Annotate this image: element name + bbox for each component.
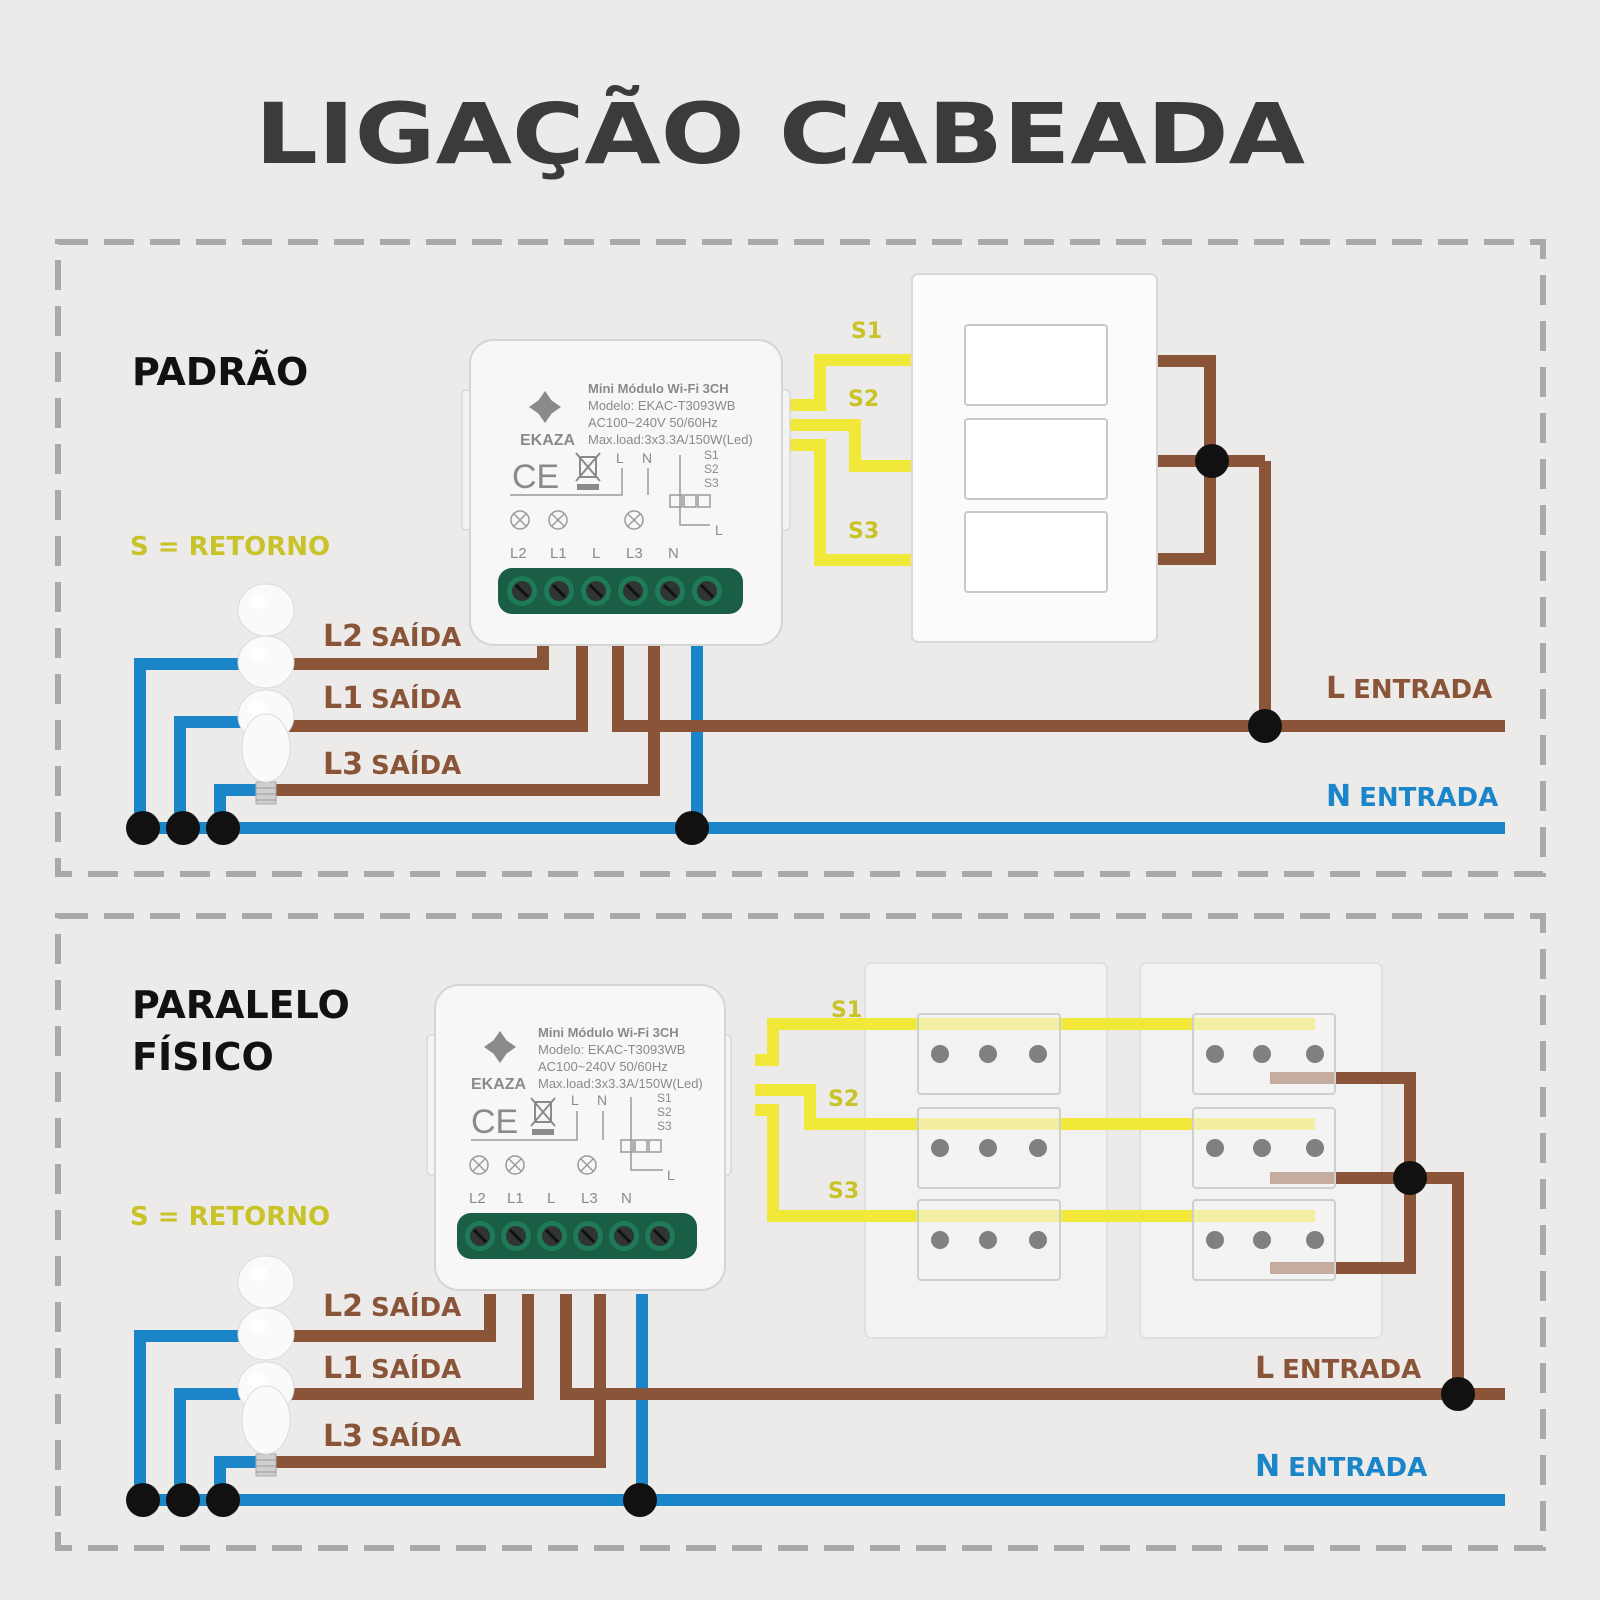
junction-nodes <box>126 444 1282 845</box>
term-s1: S1 <box>704 448 719 462</box>
wall-switch <box>911 273 1158 643</box>
term-top-l: L <box>571 1092 579 1108</box>
svg-text:N: N <box>621 1190 632 1207</box>
bulb-icon <box>237 1255 295 1477</box>
bottom-terminal-labels: L2 L1 L L3 N <box>469 1190 632 1207</box>
term-top-n: N <box>642 450 652 466</box>
section-frame <box>55 239 1546 877</box>
return-label-s2: S2 <box>848 387 879 412</box>
module-voltage: AC100~240V 50/60Hz <box>538 1059 668 1074</box>
return-label-s3: S3 <box>848 519 879 544</box>
smart-module: EKAZA Mini Módulo Wi-Fi 3CH Modelo: EKAC… <box>426 984 732 1291</box>
svg-text:L: L <box>592 545 600 562</box>
return-wires <box>790 354 912 566</box>
svg-text:L1: L1 <box>550 545 567 562</box>
section-frame <box>55 913 1546 1551</box>
svg-text:L2: L2 <box>510 545 527 562</box>
junction-nodes <box>126 1161 1475 1517</box>
svg-text:L1: L1 <box>507 1190 524 1207</box>
term-s2: S2 <box>657 1105 672 1119</box>
term-s1: S1 <box>657 1091 672 1105</box>
weee-bin-icon <box>530 1097 556 1135</box>
ekaza-logo-icon <box>529 391 561 423</box>
svg-text:L3: L3 <box>581 1190 598 1207</box>
weee-bin-icon <box>575 452 601 490</box>
bulb-icon <box>237 583 295 805</box>
ce-mark: CE <box>512 458 559 496</box>
svg-text:N: N <box>668 545 679 562</box>
neutral-wires <box>134 645 1505 834</box>
svg-text:L2: L2 <box>469 1190 486 1207</box>
ce-mark: CE <box>471 1103 518 1141</box>
section-title-line1: PARALELO <box>132 983 350 1027</box>
live-wires <box>268 355 1505 796</box>
term-switch-common: L <box>667 1167 675 1183</box>
bottom-terminal-labels: L2 L1 L L3 N <box>510 545 679 562</box>
term-switch-common: L <box>715 522 723 538</box>
module-load: Max.load:3x3.3A/150W(Led) <box>588 432 753 447</box>
term-top-n: N <box>597 1092 607 1108</box>
module-brand: EKAZA <box>520 432 576 449</box>
legend-retorno: S = RETORNO <box>130 532 330 562</box>
page-title: LIGAÇÃO CABEADA <box>255 85 1305 183</box>
switch-mechanisms <box>917 1013 1336 1281</box>
return-label-s3: S3 <box>828 1179 859 1204</box>
module-model: Modelo: EKAC-T3093WB <box>588 398 735 413</box>
section-title: PADRÃO <box>132 350 308 394</box>
module-model: Modelo: EKAC-T3093WB <box>538 1042 685 1057</box>
section-title-line2: FÍSICO <box>132 1035 274 1079</box>
module-name: Mini Módulo Wi-Fi 3CH <box>538 1025 679 1040</box>
module-load: Max.load:3x3.3A/150W(Led) <box>538 1076 703 1091</box>
circuit-lines <box>471 1097 663 1171</box>
term-s3: S3 <box>704 476 719 490</box>
smart-module: EKAZA Mini Módulo Wi-Fi 3CH Modelo: EKAC… <box>461 339 791 646</box>
module-voltage: AC100~240V 50/60Hz <box>588 415 718 430</box>
neutral-wires <box>134 1294 1505 1506</box>
return-label-s2: S2 <box>828 1087 859 1112</box>
module-name: Mini Módulo Wi-Fi 3CH <box>588 381 729 396</box>
svg-text:L: L <box>547 1190 555 1207</box>
module-brand: EKAZA <box>471 1076 527 1093</box>
circuit-lines <box>510 455 711 526</box>
return-label-s1: S1 <box>851 319 882 344</box>
term-top-l: L <box>616 450 624 466</box>
ekaza-logo-icon <box>484 1031 516 1063</box>
return-label-s1: S1 <box>831 998 862 1023</box>
legend-retorno: S = RETORNO <box>130 1202 330 1232</box>
svg-text:L3: L3 <box>626 545 643 562</box>
term-s3: S3 <box>657 1119 672 1133</box>
section-paralelo: PARALELO FÍSICO S = RETORNO <box>55 913 1546 1551</box>
section-padrao: PADRÃO S = RETORNO <box>55 239 1546 877</box>
term-s2: S2 <box>704 462 719 476</box>
